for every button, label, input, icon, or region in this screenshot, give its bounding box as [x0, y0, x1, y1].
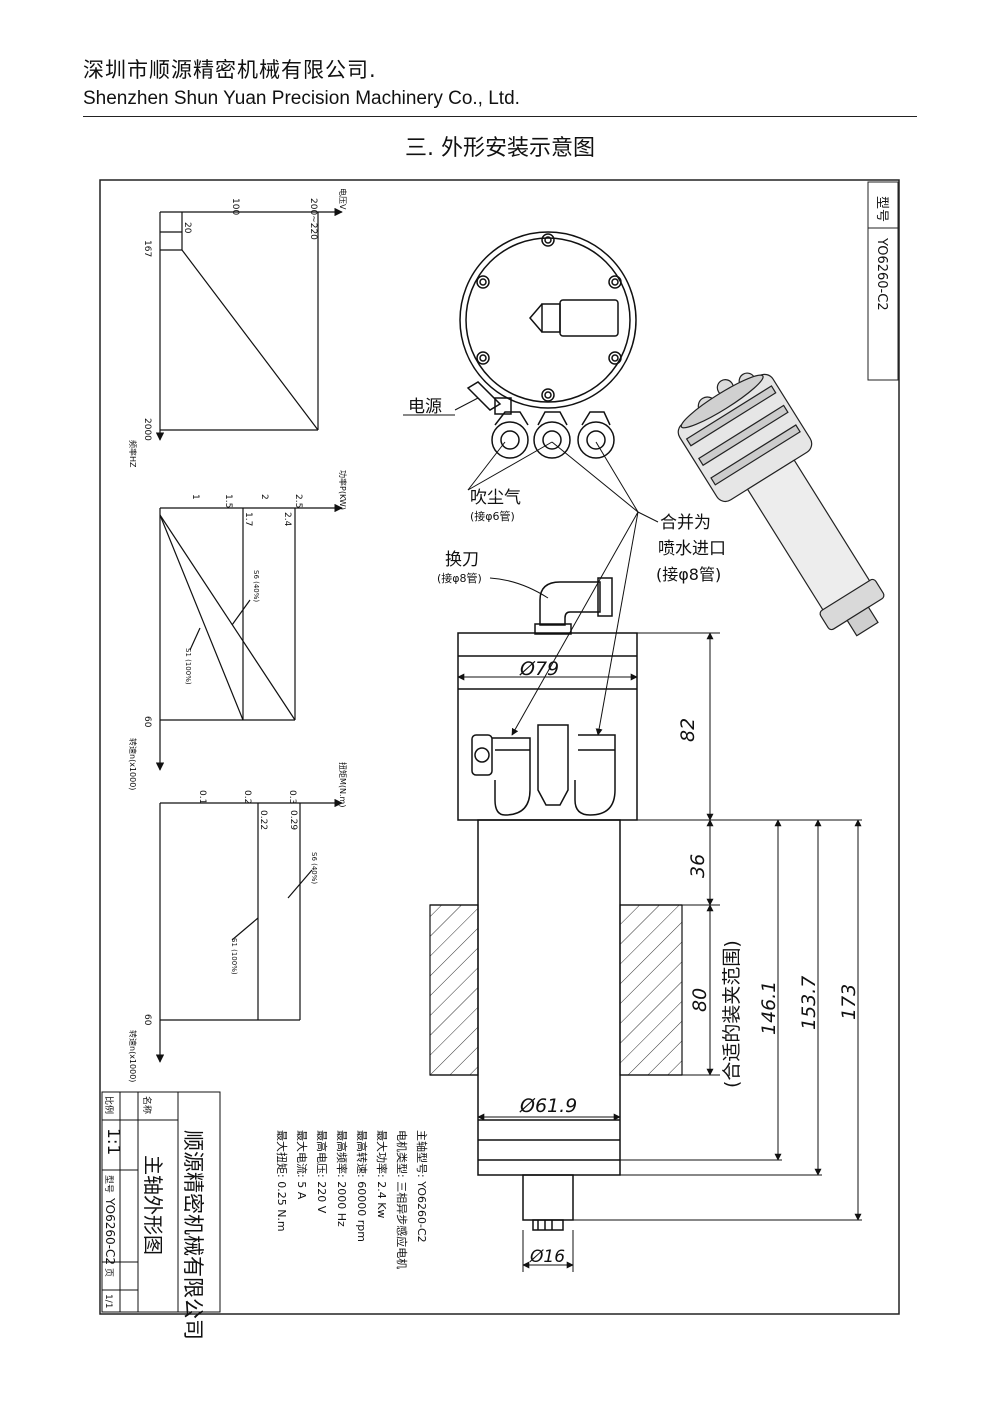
graph-voltage: [155, 207, 343, 441]
company-name-cn: 深圳市顺源精密机械有限公司.: [83, 58, 377, 82]
graph-power-tick-1: 1: [190, 494, 200, 500]
graph-torque-tick-0-3: 0.3: [287, 790, 297, 804]
graph-torque-axis-y: 扭矩M(N.m): [338, 762, 348, 807]
title-sheet-label: 页: [103, 1268, 114, 1277]
spec-item: 最高电压: 220 V: [315, 1130, 329, 1214]
graph-power-s1-label: S1 (100%): [184, 648, 192, 685]
graph-power-tick-60: 60: [142, 716, 152, 728]
model-box: 型号 YO6260-C2: [867, 181, 899, 381]
dim-80: 80: [689, 988, 711, 1012]
graph-torque-s1-label: S1 (100%): [230, 938, 238, 975]
graph-power-tick-2: 2: [259, 494, 269, 500]
spec-item: 电机类型: 三相异步感应电机: [395, 1130, 409, 1269]
spindle-top-view: [459, 231, 637, 459]
title-type-label: 型号: [103, 1175, 114, 1193]
section-title: 三. 外形安装示意图: [405, 136, 595, 161]
dim-36: 36: [687, 854, 709, 878]
graph-torque: [155, 798, 343, 1063]
graph-power-tick-2-4: 2.4: [282, 512, 292, 527]
spec-item: 主轴型号: YO6260-C2: [415, 1130, 429, 1243]
callout-dust-blow-pipe: (接φ6管): [470, 509, 515, 523]
graph-voltage-tick-2000: 2000: [142, 418, 152, 441]
graph-power: [155, 503, 343, 771]
bolt-holes: [476, 233, 622, 402]
dim-146: 146.1: [758, 981, 780, 1035]
graph-voltage-axis-y: 电压V: [338, 188, 348, 210]
callout-merge-line2: 喷水进口: [658, 539, 726, 559]
dim-173: 173: [838, 984, 860, 1020]
model-label: 型号: [874, 196, 889, 222]
spec-item: 最高频率: 2000 Hz: [335, 1130, 349, 1227]
graph-power-axis-y: 功率P(KW): [338, 470, 348, 510]
dim-d79: Ø79: [519, 658, 559, 680]
title-company: 顺源精密机械有限公司: [181, 1130, 205, 1340]
spec-item: 最大电流: 5 A: [295, 1130, 309, 1200]
title-name-label: 名称: [141, 1096, 153, 1114]
title-sheet: 1/1: [103, 1294, 113, 1308]
title-block: [101, 1091, 221, 1313]
spec-item: 最大扭矩: 0.25 N.m: [275, 1130, 289, 1232]
graph-torque-s6-label: S6 (40%): [310, 852, 318, 884]
graph-torque-tick-0-29: 0.29: [288, 810, 298, 830]
graph-power-tick-1-5: 1.5: [223, 494, 233, 508]
dimension-lines: [457, 632, 862, 1272]
dim-d16: Ø16: [529, 1247, 565, 1267]
graph-voltage-axis-x: 频率HZ: [128, 440, 138, 468]
graph-power-tick-2-5: 2.5: [293, 494, 303, 508]
graph-power-tick-1-7: 1.7: [243, 512, 253, 526]
spindle-side-view: [457, 577, 638, 1231]
graph-torque-axis-x: 转速n(x1000): [128, 1030, 138, 1082]
callout-merge-line1: 合并为: [660, 513, 711, 533]
drawing-frame: [99, 179, 900, 1315]
graph-torque-tick-0-22: 0.22: [258, 810, 268, 830]
dim-82: 82: [677, 718, 699, 742]
spec-item: 最大功率: 2.4 Kw: [375, 1130, 389, 1218]
callout-tool-change: 换刀: [445, 550, 479, 570]
title-drawing-name: 主轴外形图: [141, 1155, 165, 1255]
graph-voltage-tick-100: 100: [230, 198, 240, 215]
graph-voltage-tick-167: 167: [142, 240, 152, 257]
graph-power-s6-label: S6 (40%): [252, 570, 260, 602]
graph-torque-tick-60: 60: [142, 1014, 152, 1026]
spec-item: 最高转速: 60000 rpm: [355, 1130, 369, 1242]
callout-dust-blow: 吹尘气: [470, 488, 521, 508]
title-scale: 1:1: [103, 1128, 123, 1155]
callout-merge-pipe: (接φ8管): [656, 565, 721, 584]
header-divider: [83, 116, 917, 117]
title-type: YO6260-C2: [103, 1197, 117, 1265]
graph-torque-tick-0-1: 0.1: [197, 790, 207, 804]
graph-voltage-inner-20: 20: [182, 222, 192, 234]
dim-153: 153.7: [798, 976, 820, 1030]
specs-list: 主轴型号: YO6260-C2 电机类型: 三相异步感应电机 最大功率: 2.4…: [275, 1130, 429, 1269]
dim-clamp-range: (合适的装夹范围): [721, 940, 743, 1088]
model-value: YO6260-C2: [874, 237, 889, 311]
callout-tool-change-pipe: (接φ8管): [437, 571, 482, 585]
graph-voltage-tick-200: 200~220: [308, 198, 318, 240]
graph-torque-tick-0-2: 0.2: [242, 790, 252, 804]
callout-power: 电源: [408, 397, 442, 417]
title-scale-label: 比例: [103, 1096, 115, 1114]
company-name-en: Shenzhen Shun Yuan Precision Machinery C…: [83, 88, 520, 109]
graph-power-axis-x: 转速n(x1000): [128, 738, 138, 790]
clamp-hatch: [429, 904, 683, 1076]
dim-d61: Ø61.9: [519, 1095, 577, 1117]
spindle-3d-illustration: [677, 372, 885, 637]
